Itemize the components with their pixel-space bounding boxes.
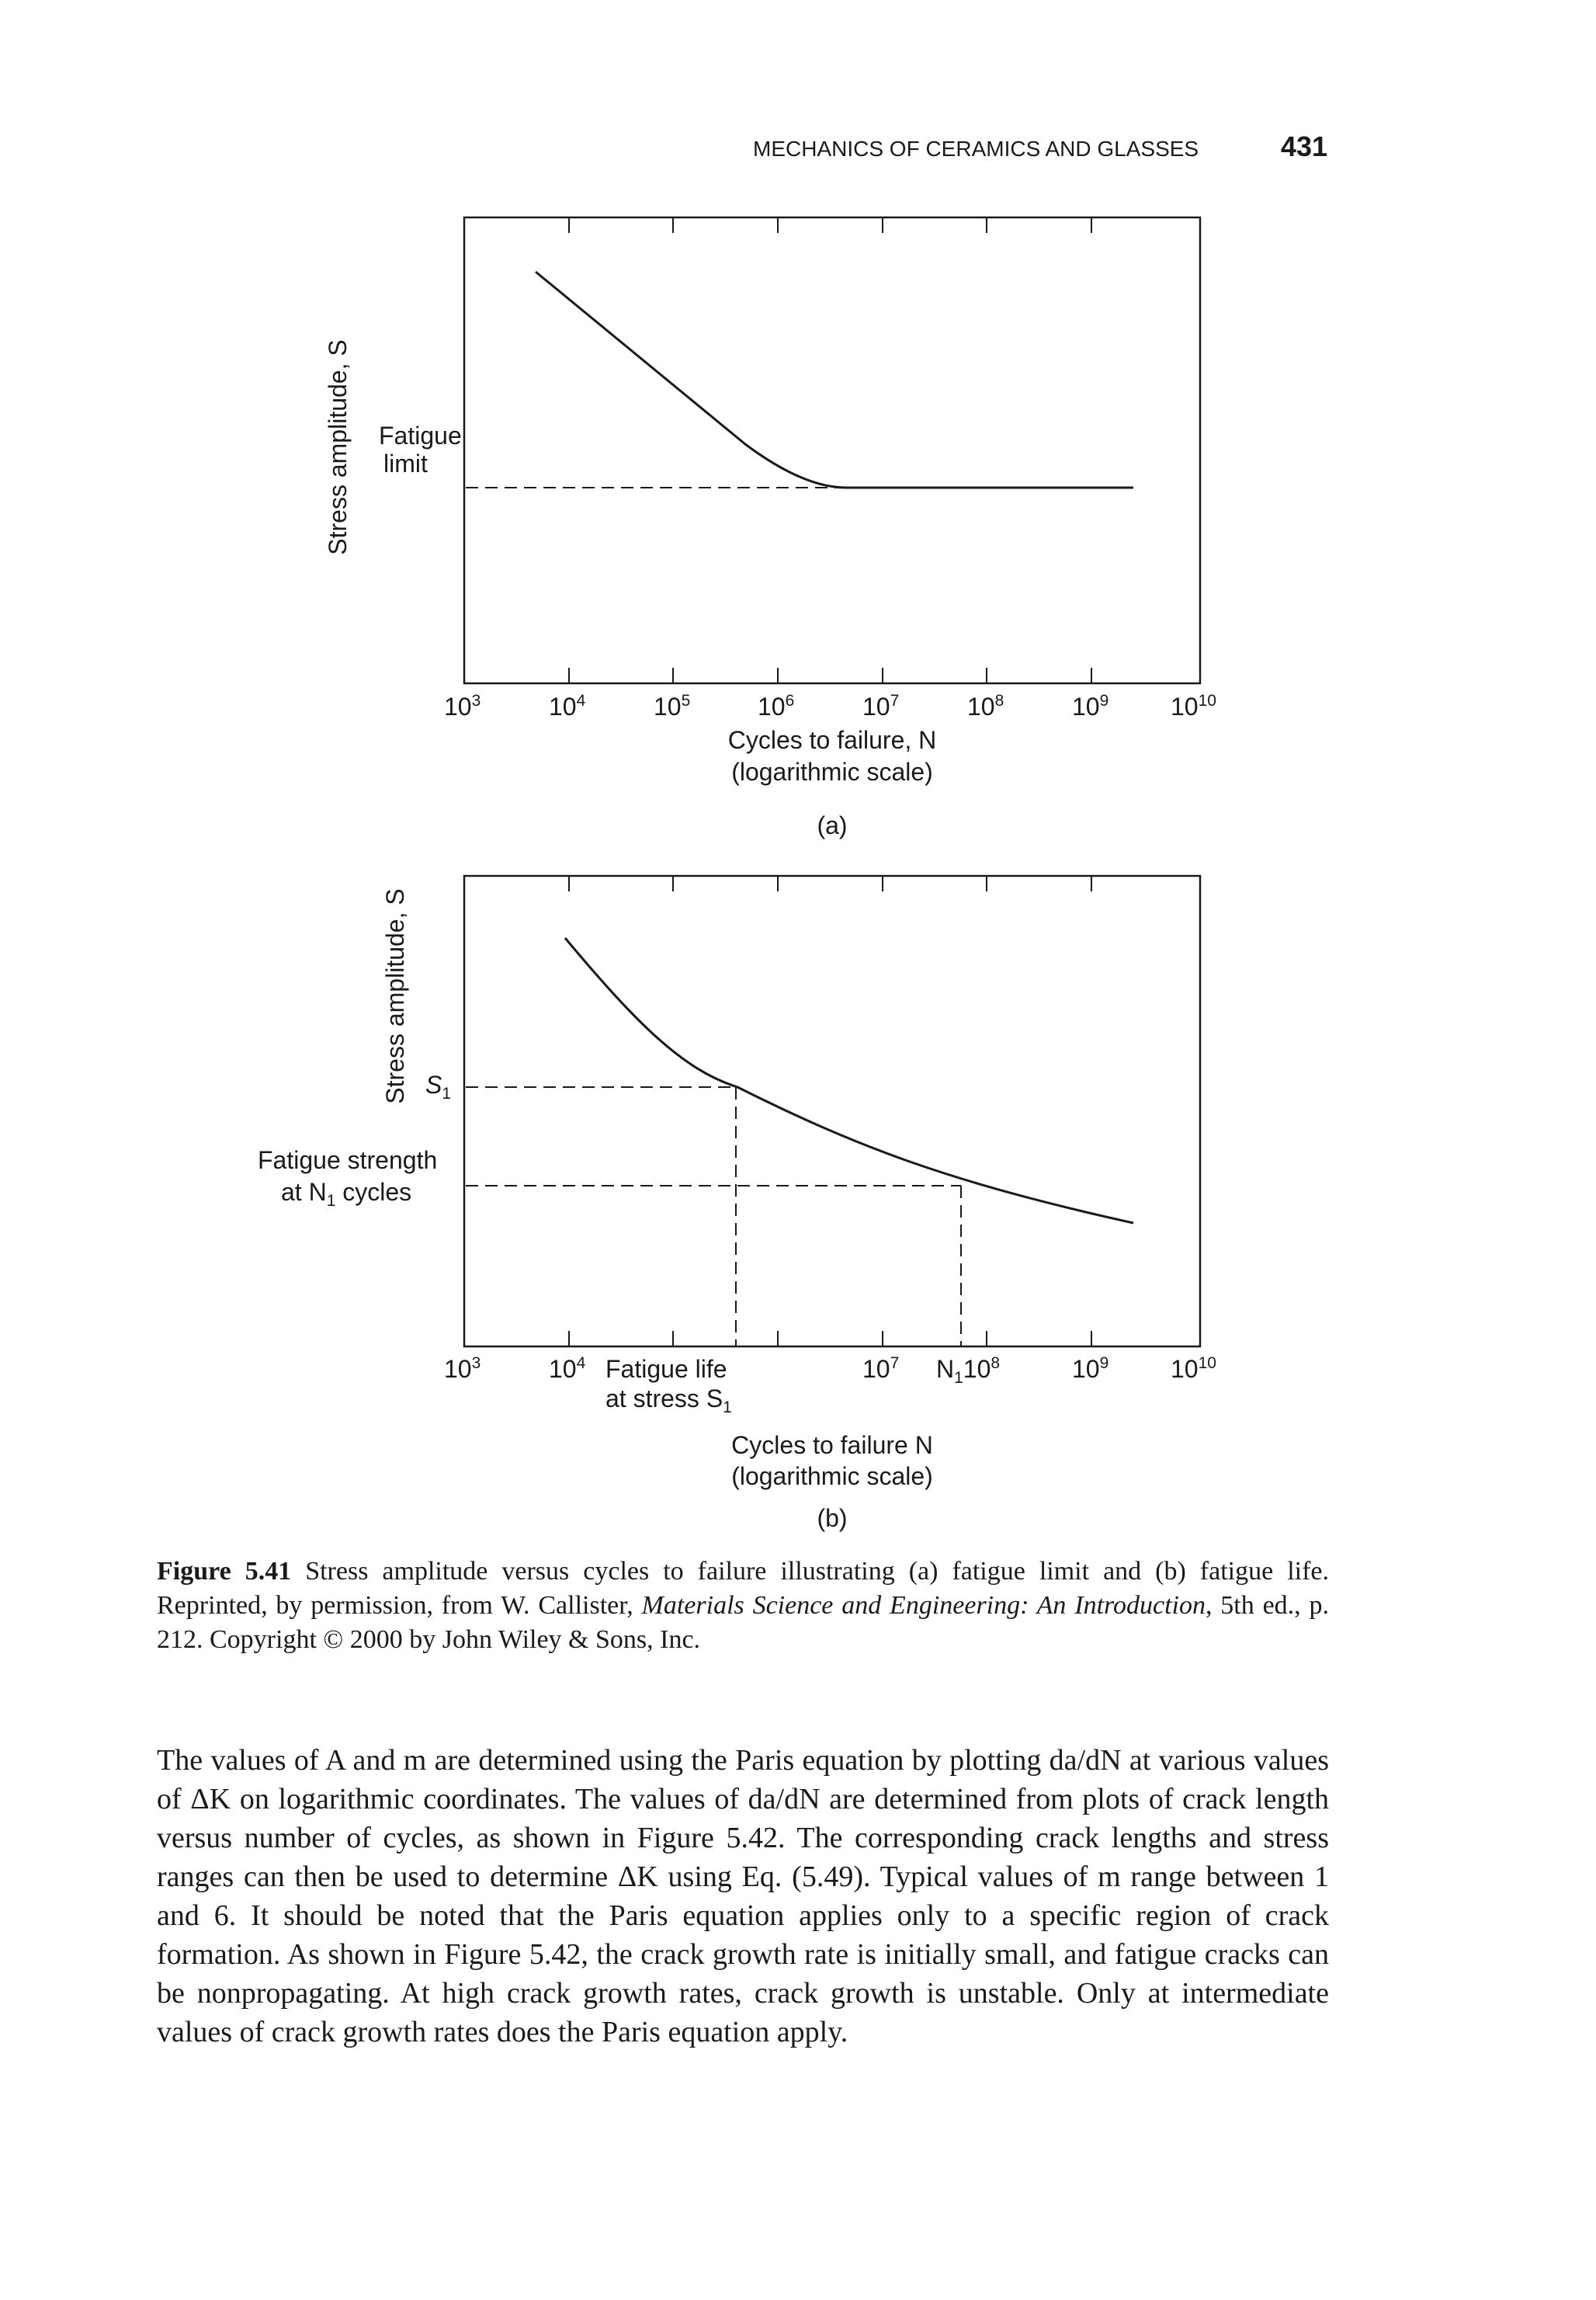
sn-curve	[564, 937, 1134, 1225]
plot-frame	[463, 216, 1202, 685]
x-ticks-bottom	[568, 668, 1092, 683]
tick-label: 1010	[1171, 692, 1216, 721]
figure-caption: Figure 5.41 Stress amplitude versus cycl…	[157, 1555, 1329, 1657]
tick-label: 108	[967, 692, 1004, 721]
y-axis-label: Stress amplitude, S	[324, 339, 352, 554]
fatigue-limit-label-1: Fatigue	[379, 422, 462, 450]
tick-label: 103	[444, 1354, 481, 1383]
figure-5-41: Stress amplitude, S Fatigue limit 103 10…	[258, 216, 1216, 1532]
sn-curve	[535, 270, 1133, 489]
panel-b: Stress amplitude, S S1 Fatigue strength …	[258, 874, 1216, 1532]
body-text: The values of A and m are determined usi…	[157, 1741, 1329, 2052]
tick-label: 109	[1072, 692, 1109, 721]
body-paragraph: The values of A and m are determined usi…	[157, 1744, 1329, 2048]
page-number: 431	[1280, 130, 1327, 162]
panel-a: Stress amplitude, S Fatigue limit 103 10…	[324, 216, 1216, 839]
panel-label-b: (b)	[817, 1504, 847, 1532]
caption-label: Figure 5.41	[157, 1557, 292, 1586]
caption-book-title: Materials Science and Engineering: An In…	[641, 1591, 1206, 1620]
tick-label: 104	[549, 692, 586, 721]
x-ticks-bottom	[568, 1331, 1092, 1346]
n1-tick-label: N1108	[936, 1354, 1000, 1387]
tick-label: 107	[862, 692, 899, 721]
caption-text-1: Stress amplitude versus cycles to failur…	[157, 1557, 1330, 1620]
tick-label: 1010	[1171, 1354, 1216, 1383]
fatigue-life-label-1: Fatigue life	[605, 1355, 727, 1383]
caption-text-2: , 5th ed., p. 212. Copyright © 2000 by J…	[157, 1591, 1330, 1654]
plot-frame	[463, 874, 1202, 1348]
tick-label: 104	[549, 1354, 586, 1383]
running-header: MECHANICS OF CERAMICS AND GLASSES 431	[753, 130, 1327, 163]
x-axis-sublabel: (logarithmic scale)	[731, 758, 933, 786]
x-ticks-top	[568, 876, 1092, 891]
tick-label: 107	[862, 1354, 899, 1383]
x-tick-labels: 103 104 Fatigue life at stress S1 107 N1…	[444, 1354, 1216, 1416]
header-title: MECHANICS OF CERAMICS AND GLASSES	[753, 137, 1199, 161]
x-tick-labels: 103 104 105 106 107 108 109 1010	[444, 692, 1216, 721]
tick-label: 106	[758, 692, 794, 721]
tick-label: 109	[1072, 1354, 1109, 1383]
x-axis-label: Cycles to failure, N	[728, 726, 937, 754]
y-axis-label: Stress amplitude, S	[381, 888, 409, 1103]
s1-label: S1	[425, 1071, 451, 1103]
fatigue-strength-label-2: at N1 cycles	[281, 1178, 411, 1210]
x-axis-sublabel: (logarithmic scale)	[731, 1462, 933, 1490]
fatigue-strength-label-1: Fatigue strength	[258, 1146, 437, 1174]
fatigue-limit-label-2: limit	[383, 450, 428, 478]
tick-label: 105	[654, 692, 690, 721]
panel-label-a: (a)	[817, 811, 847, 839]
x-ticks-top	[568, 217, 1092, 233]
fatigue-life-label-2: at stress S1	[605, 1385, 732, 1416]
tick-label: 103	[444, 692, 481, 721]
x-axis-label: Cycles to failure N	[731, 1431, 933, 1459]
